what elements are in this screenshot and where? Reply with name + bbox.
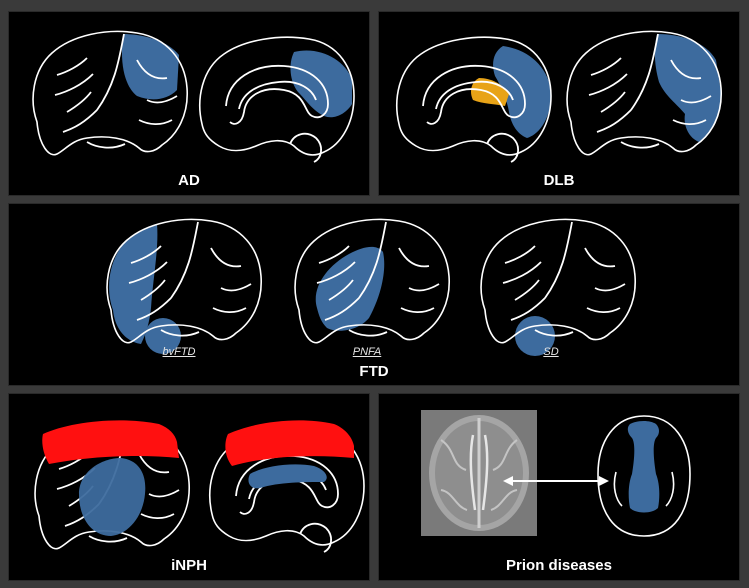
inph-medial-brain [208,420,365,553]
inph-label: iNPH [171,557,207,574]
ad-label: AD [178,172,200,189]
temporal-pole-region [515,316,555,356]
dlb-label: DLB [543,172,575,189]
hypoperfusion-region [315,246,385,331]
hypoperfusion-region [79,458,146,536]
hypoperfusion-region [654,34,722,142]
pnfa-lateral-brain [294,218,451,344]
mri-axial-image [421,410,537,536]
panel-dlb: DLB [378,11,740,196]
axial-brain-outline [597,415,691,537]
panel-ftd: bvFTD PNFA SD FTD [8,203,740,386]
panel-prion: Prion diseases [378,393,740,581]
pnfa-sublabel: PNFA [352,346,382,358]
hyperperfusion-region [42,420,179,464]
hypoperfusion-region [109,224,158,344]
prion-label: Prion diseases [506,557,612,574]
dlb-lateral-brain [566,30,723,156]
bvftd-sublabel: bvFTD [162,346,196,358]
inph-lateral-brain [34,420,191,550]
hyperperfusion-region [225,420,354,466]
ad-medial-brain [198,36,355,163]
ad-lateral-brain [32,30,189,156]
sd-lateral-brain [480,218,637,356]
dlb-medial-brain [395,36,552,163]
double-arrow [503,476,609,486]
hypoperfusion-region [627,421,660,513]
panel-inph: iNPH [8,393,370,581]
sd-sublabel: SD [543,346,559,358]
hypoperfusion-region [248,464,327,489]
panel-ad: AD [8,11,370,196]
ftd-label: FTD [359,363,389,380]
hypoperfusion-region [121,34,179,100]
bvftd-lateral-brain [106,218,263,354]
